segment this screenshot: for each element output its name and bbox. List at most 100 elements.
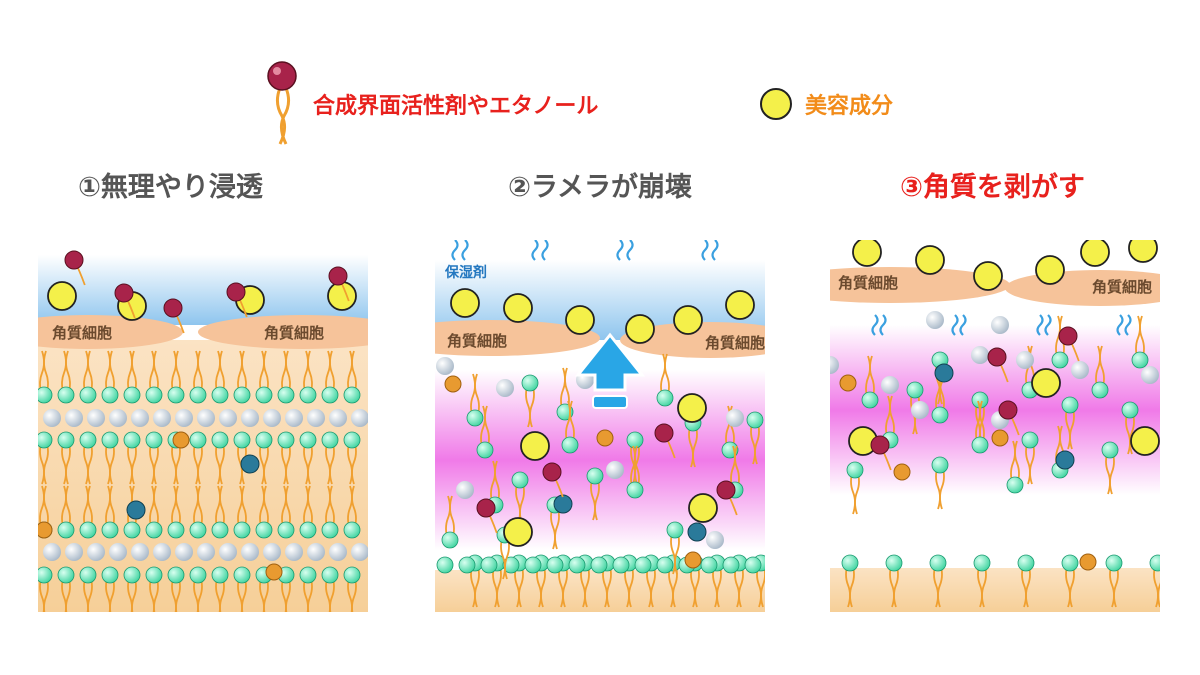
water-molecule [456, 481, 474, 499]
lipid-head [123, 566, 141, 584]
lipid-head [343, 386, 361, 404]
ceramide-head [1079, 553, 1097, 571]
lipid-head [343, 566, 361, 584]
beauty-ingredient [688, 493, 718, 523]
lipid-head [906, 381, 924, 399]
corneocyte-label: 角質細胞 [264, 324, 325, 342]
lipid-head [1021, 431, 1039, 449]
lipid-head [233, 431, 251, 449]
up-arrow-icon [574, 332, 646, 392]
lipid-head [656, 556, 674, 574]
surfactant-molecule [64, 250, 84, 270]
lipid-head [233, 521, 251, 539]
moisture-wave-icon [1036, 314, 1044, 336]
water-molecule [197, 543, 215, 561]
lipid-head [101, 521, 119, 539]
water-molecule [109, 409, 127, 427]
panel-forced-penetration: 角質細胞 角質細胞 [38, 240, 368, 612]
up-arrow-icon-base [592, 395, 628, 409]
water-molecule [131, 409, 149, 427]
water-molecule [87, 543, 105, 561]
intercellular-lipid-layer [38, 340, 368, 612]
lipid-head [885, 554, 903, 572]
beauty-ingredient [450, 288, 480, 318]
moisture-wave-icon [871, 314, 879, 336]
beauty-ingredient [677, 393, 707, 423]
lipid-head [722, 556, 740, 574]
water-molecule [307, 543, 325, 561]
lipid-head [466, 409, 484, 427]
ceramide-head [172, 431, 190, 449]
water-molecule [351, 409, 368, 427]
moisture-wave-icon [616, 240, 624, 261]
lipid-head [38, 566, 53, 584]
ceramide-head [991, 429, 1009, 447]
water-molecule [263, 543, 281, 561]
lipid-head [700, 556, 718, 574]
lipid-head [1017, 554, 1035, 572]
lipid-head [189, 566, 207, 584]
beauty-ingredient [503, 293, 533, 323]
beauty-ingredient [47, 281, 77, 311]
lipid-head [626, 481, 644, 499]
lipid-head [343, 521, 361, 539]
lipid-head [931, 406, 949, 424]
water-molecule [726, 409, 744, 427]
water-molecule [991, 316, 1009, 334]
panel-stripping-corneum: 角質細胞 角質細胞 [830, 240, 1160, 612]
lipid-head [57, 386, 75, 404]
water-molecule [241, 543, 259, 561]
surfactant-molecule [114, 283, 134, 303]
surfactant-molecule [1058, 326, 1078, 346]
lipid-head [189, 521, 207, 539]
lipid-molecule-dark [240, 454, 260, 474]
beauty-ingredient [673, 305, 703, 335]
surfactant-molecule [226, 282, 246, 302]
lipid-head [321, 431, 339, 449]
water-molecule [87, 409, 105, 427]
moisture-wave-icon [701, 240, 709, 261]
moisture-wave-icon [461, 240, 469, 261]
water-molecule [219, 409, 237, 427]
beauty-ingredient-legend-label: 美容成分 [805, 94, 894, 119]
lipid-head [145, 521, 163, 539]
lipid-head [79, 521, 97, 539]
moisture-wave-icon [531, 240, 539, 261]
moisture-wave-icon [951, 314, 959, 336]
lipid-head [561, 436, 579, 454]
lipid-head [167, 386, 185, 404]
water-molecule [65, 543, 83, 561]
lipid-head [746, 411, 764, 429]
water-molecule [606, 461, 624, 479]
lipid-head [321, 521, 339, 539]
lipid-head [321, 566, 339, 584]
lipid-head [931, 456, 949, 474]
surfactant-legend-icon [267, 61, 297, 145]
corneocyte-cell [198, 315, 368, 349]
water-molecule [65, 409, 83, 427]
water-molecule [197, 409, 215, 427]
lipid-head [101, 566, 119, 584]
lipid-head [233, 566, 251, 584]
beauty-ingredient [520, 431, 550, 461]
lipid-head [277, 386, 295, 404]
water-molecule [153, 543, 171, 561]
lipid-head [57, 521, 75, 539]
moisture-wave-icon [959, 314, 967, 336]
water-molecule [219, 543, 237, 561]
lipid-head [145, 386, 163, 404]
lipid-head [480, 556, 498, 574]
corneocyte-label: 角質細胞 [705, 334, 765, 352]
lipid-head [145, 566, 163, 584]
lipid-head [1061, 396, 1079, 414]
lipid-head [167, 566, 185, 584]
lipid-head [656, 389, 674, 407]
lipid-head [744, 556, 762, 574]
lipid-molecule-dark [553, 494, 573, 514]
lipid-head [1121, 401, 1139, 419]
lipid-head [1006, 476, 1024, 494]
lipid-head [123, 431, 141, 449]
corneocyte-cell [435, 320, 600, 356]
water-molecule [43, 409, 61, 427]
ceramide-head [596, 429, 614, 447]
